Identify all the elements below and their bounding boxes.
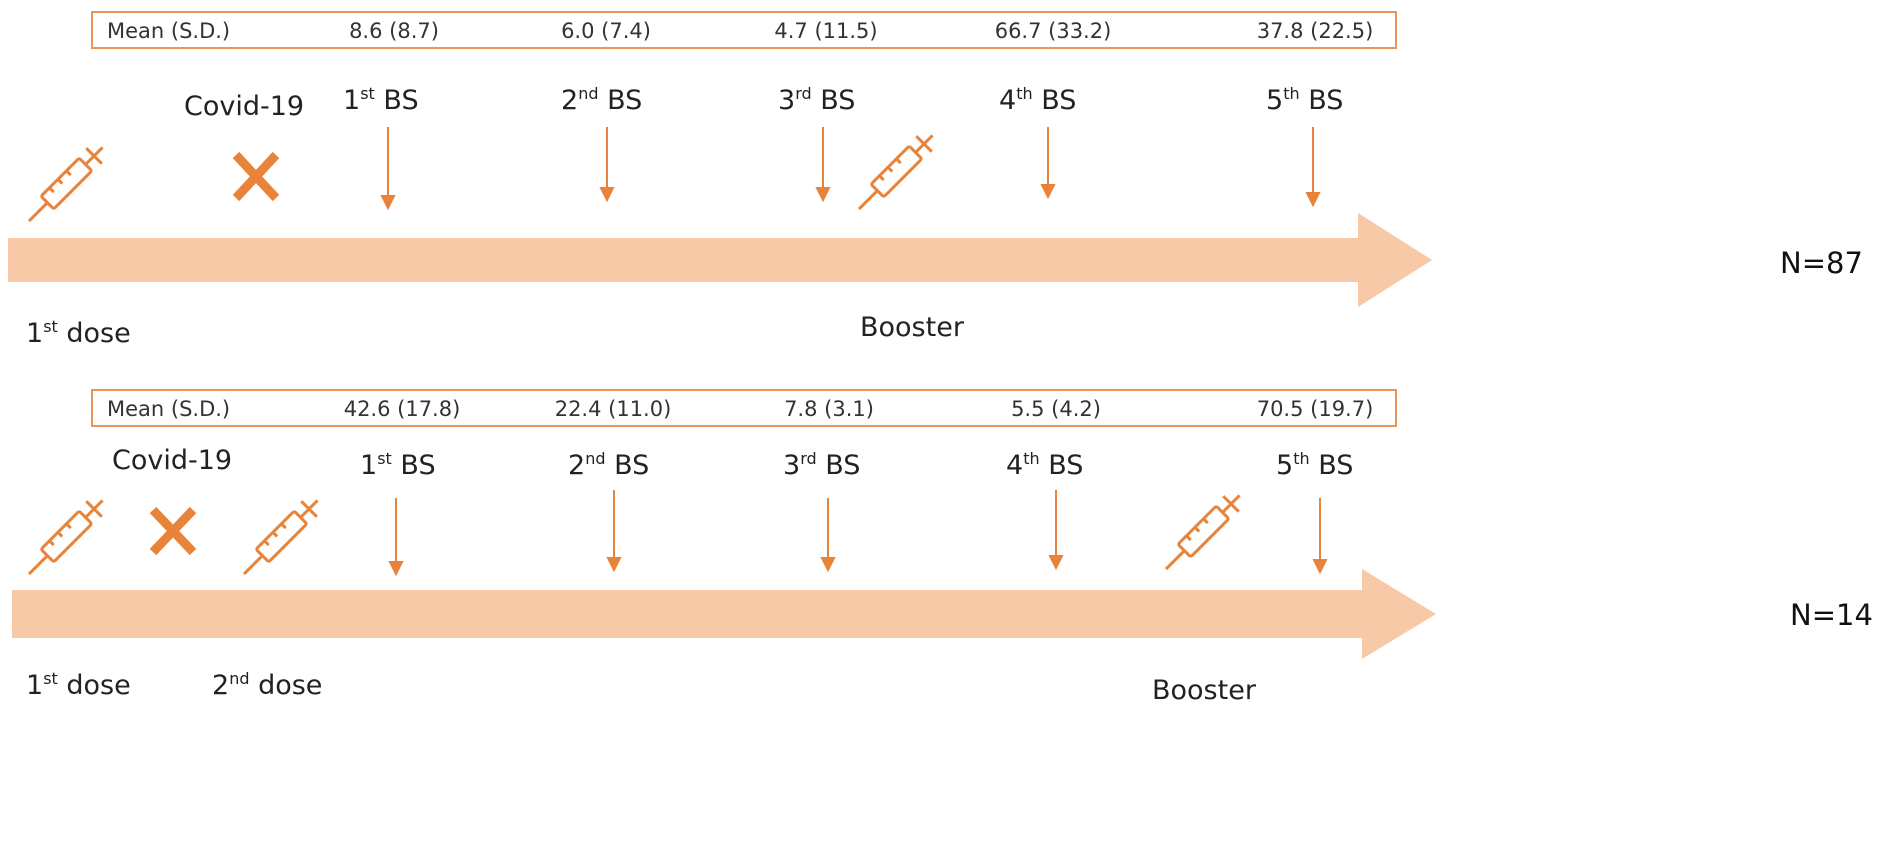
bs-label: 3rd BS [778, 84, 856, 116]
mean-value: 7.8 (3.1) [784, 397, 874, 421]
bs-label: 3rd BS [783, 449, 861, 481]
mean-value: 8.6 (8.7) [349, 19, 439, 43]
syringe-icon [27, 499, 104, 576]
bs-label: 1st BS [360, 449, 436, 481]
bs-arrowhead [606, 557, 622, 573]
sample-size-label: N=87 [1780, 246, 1863, 280]
mean-value: 22.4 (11.0) [554, 397, 672, 421]
mean-value: 6.0 (7.4) [561, 19, 651, 43]
cross-icon [149, 506, 197, 556]
syringe-icon [242, 499, 319, 576]
timeline-arrow [8, 213, 1432, 307]
bs-label: 5th BS [1266, 84, 1344, 116]
bs-label: 5th BS [1276, 449, 1354, 481]
syringe-icon [27, 146, 104, 223]
mean-sd-box: Mean (S.D.) 8.6 (8.7) 6.0 (7.4) 4.7 (11.… [91, 11, 1397, 49]
cross-icon [232, 151, 280, 202]
mean-sd-label: Mean (S.D.) [107, 19, 231, 43]
bs-arrows [388, 490, 1328, 577]
dose-label: 1st dose [26, 669, 131, 701]
mean-value: 4.7 (11.5) [774, 19, 878, 43]
timeline-graphics [12, 490, 1436, 659]
bs-arrowhead [1048, 555, 1064, 571]
bs-arrowhead [388, 561, 404, 577]
bs-arrowhead [1040, 184, 1056, 200]
mean-sd-box: Mean (S.D.) 42.6 (17.8) 22.4 (11.0) 7.8 … [91, 389, 1397, 427]
bs-arrowhead [1305, 192, 1321, 208]
bs-arrows [380, 127, 1321, 211]
bs-label: 4th BS [1006, 449, 1084, 481]
syringe-icon [857, 134, 934, 211]
bs-label: 4th BS [999, 84, 1077, 116]
bs-arrowhead [820, 557, 836, 573]
bs-arrowhead [380, 195, 396, 211]
booster-label: Booster [860, 312, 964, 343]
covid-label: Covid-19 [184, 91, 305, 122]
mean-value: 66.7 (33.2) [994, 19, 1112, 43]
bs-label: 2nd BS [561, 84, 643, 116]
bs-label: 2nd BS [568, 449, 650, 481]
booster-label: Booster [1152, 675, 1256, 706]
dose-label: 1st dose [26, 317, 131, 349]
bs-arrowhead [1312, 559, 1328, 575]
mean-value: 42.6 (17.8) [343, 397, 461, 421]
bs-arrowhead [599, 187, 615, 203]
mean-value: 5.5 (4.2) [1011, 397, 1101, 421]
mean-value: 37.8 (22.5) [1256, 19, 1374, 43]
mean-sd-label: Mean (S.D.) [107, 397, 231, 421]
timeline-panel-bottom: Mean (S.D.) 42.6 (17.8) 22.4 (11.0) 7.8 … [0, 389, 1902, 858]
timeline-graphics [8, 127, 1432, 307]
dose-label: 2nd dose [212, 669, 323, 701]
covid-label: Covid-19 [112, 445, 233, 476]
bs-arrowhead [815, 187, 831, 203]
syringe-icon [1164, 494, 1241, 571]
mean-value: 70.5 (19.7) [1256, 397, 1374, 421]
timeline-panel-top: Mean (S.D.) 8.6 (8.7) 6.0 (7.4) 4.7 (11.… [8, 11, 1863, 349]
bs-label: 1st BS [343, 84, 419, 116]
sample-size-label: N=14 [1790, 598, 1873, 632]
timeline-arrow [12, 569, 1436, 659]
